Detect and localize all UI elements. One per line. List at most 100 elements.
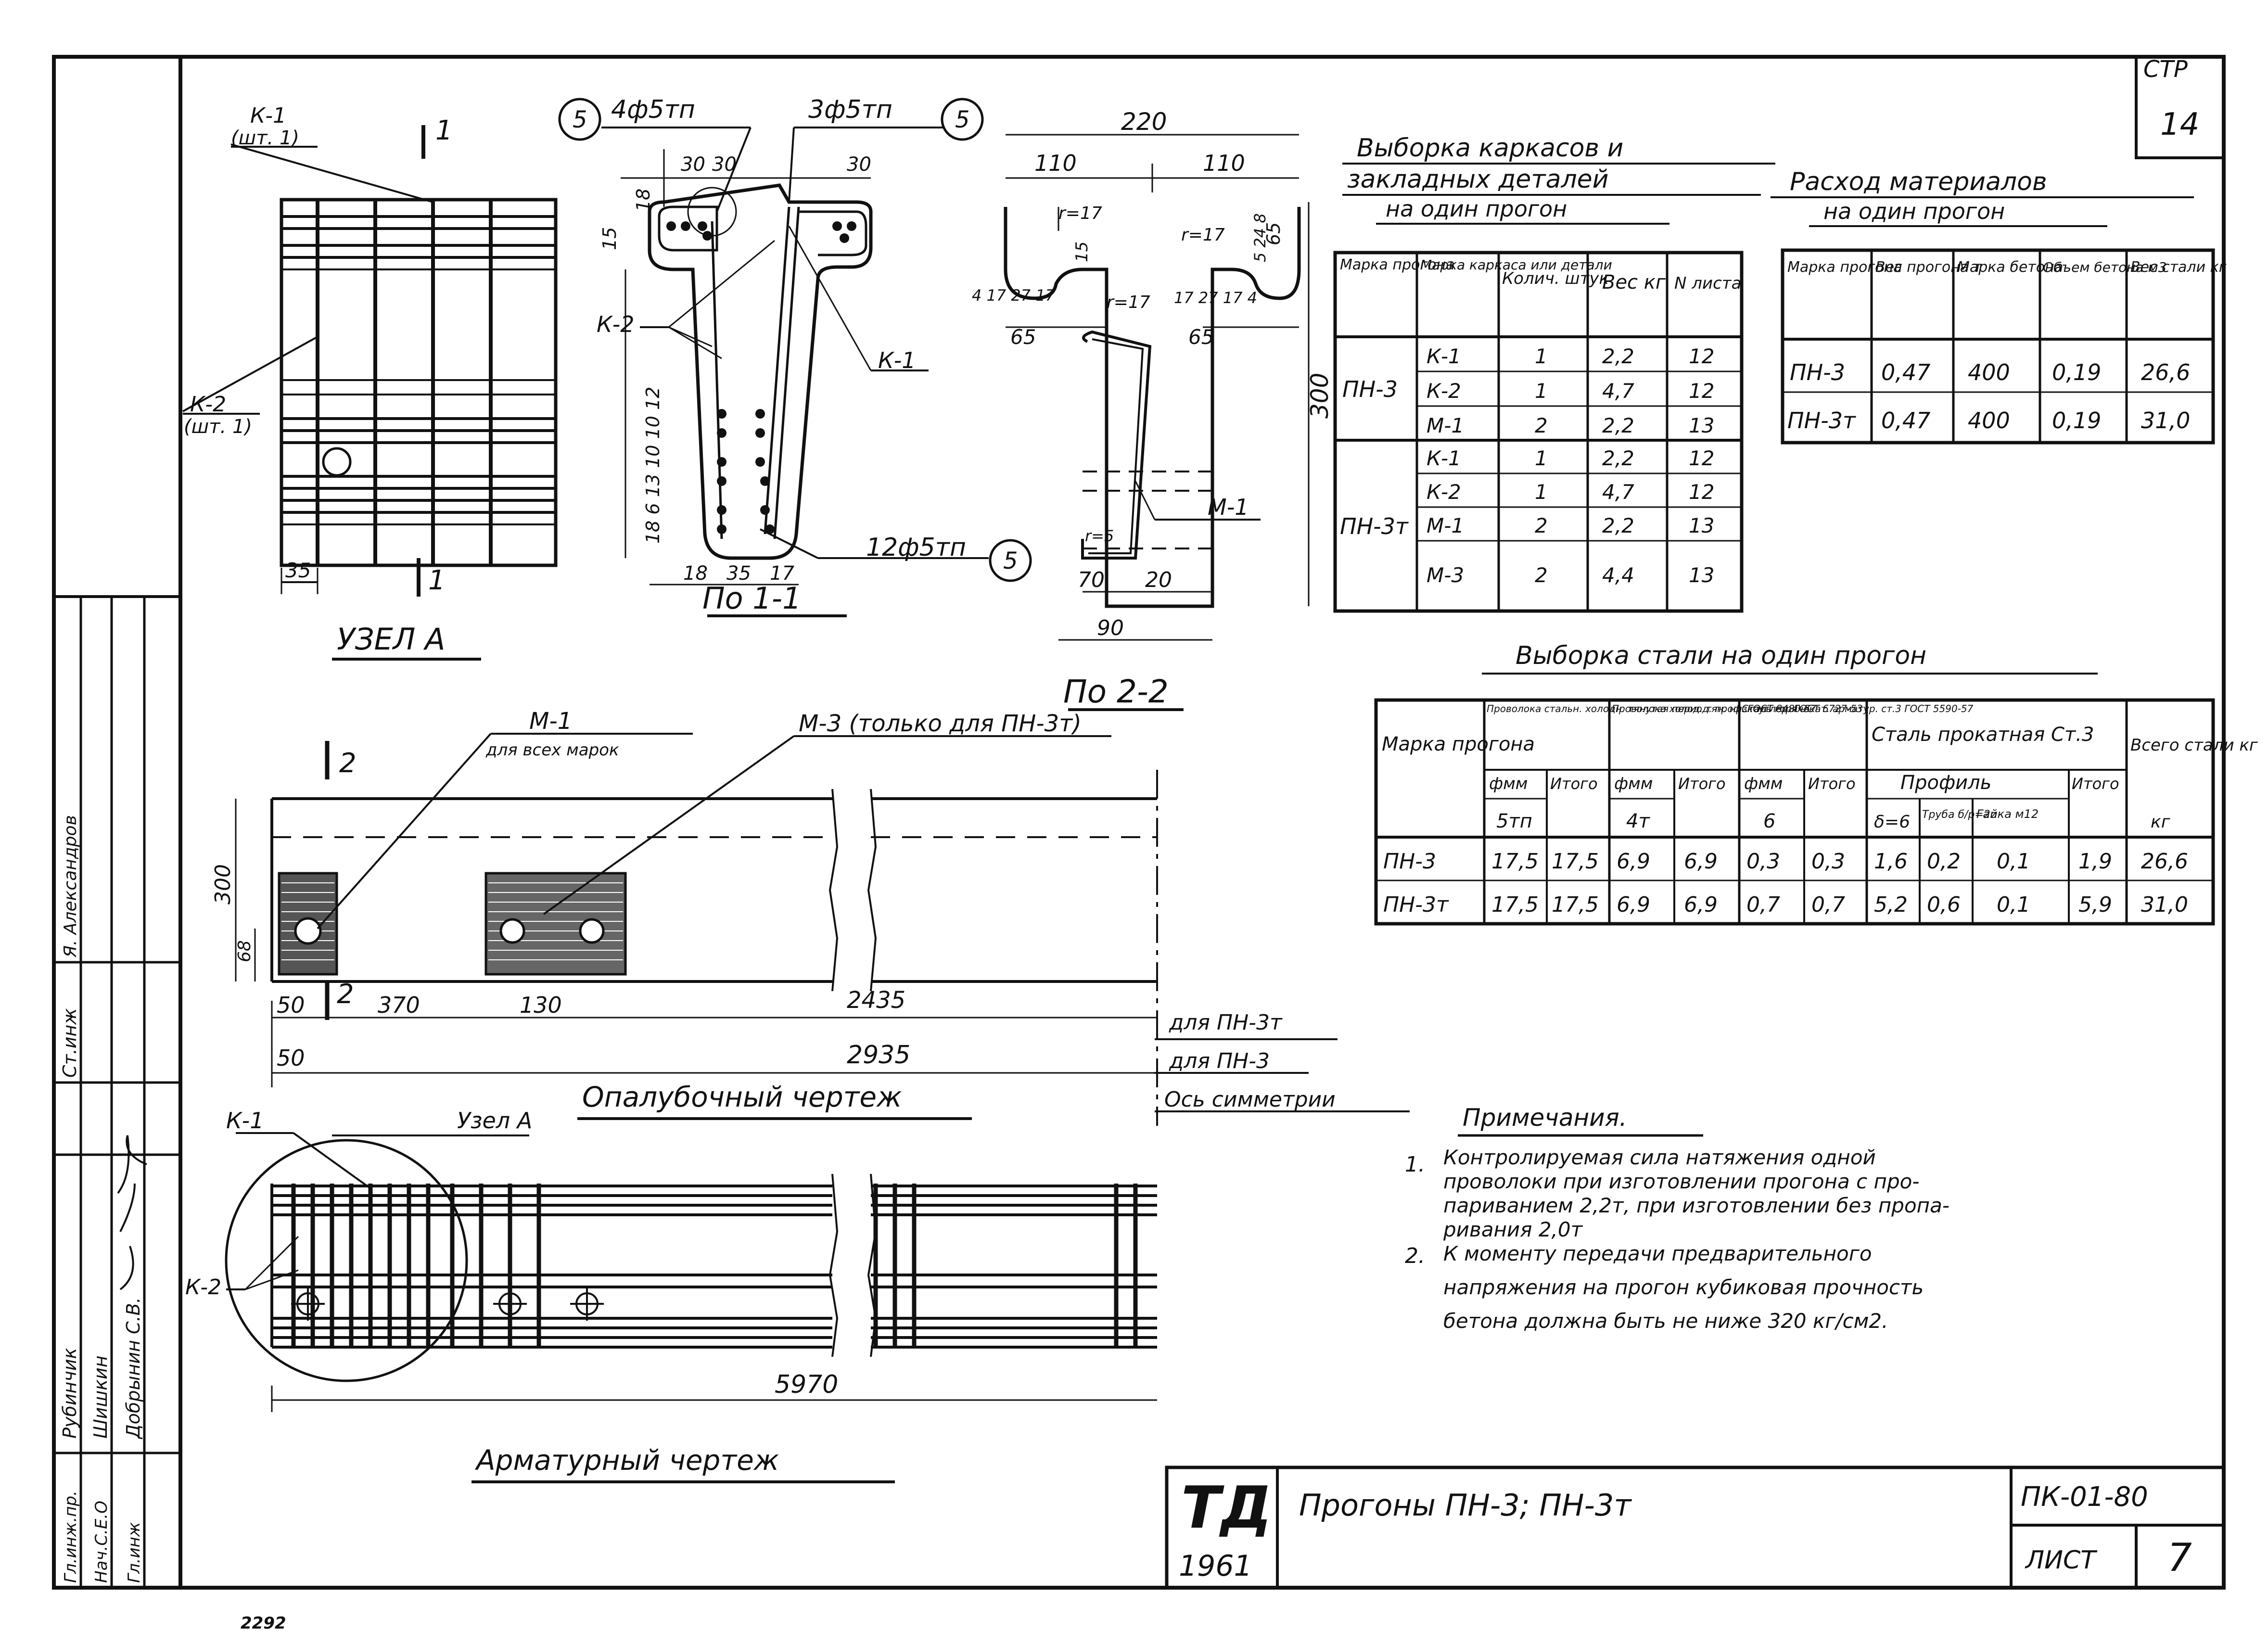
frames-cell: 12 [1689,446,1714,470]
steel-cell: 31,0 [2141,892,2188,917]
steel-val-dia2: 4т [1626,810,1650,832]
steel-rows: ПН-3 17,5 17,5 6,9 6,9 0,3 0,3 1,6 0,2 0… [1383,849,2188,917]
steel-header-mark: Марка прогона [1382,733,1535,755]
section-2-dims-small: 5 24 8 [1251,213,1269,262]
note-2-line-3: бетона должна быть не ниже 320 кг/см2. [1443,1309,1888,1333]
side-name-0: Рубинчик [59,1348,80,1439]
section-2-r17b: r=17 [1181,225,1225,245]
frames-cell: К-1 [1427,446,1461,470]
frames-table: Выборка каркасов и закладных деталей на … [1333,134,1775,613]
materials-cell: 400 [1968,359,2010,385]
rebar-dim-5970: 5970 [775,1370,838,1399]
frames-cell: М-1 [1427,514,1464,537]
materials-cell: 0,19 [2052,359,2101,385]
notes-title: Примечания. [1463,1104,1627,1132]
side-approval-block: Гл.инж.пр. Нач.С.Е.О Гл.инж Рубинчик Шиш… [59,815,147,1583]
steel-sub-plate: δ=6 [1874,812,1910,832]
sheet-frame [52,55,2226,1590]
steel-cell: 26,6 [2141,849,2188,874]
materials-header-weight: Вес прогона т [1875,259,1983,276]
frames-group-0-mark: ПН-3 [1342,376,1398,402]
notes-block: Примечания. 1. Контролируемая сила натяж… [1405,1104,1949,1333]
frames-cell: 4,7 [1602,480,1634,504]
section-2-m1-label: М-1 [1208,494,1249,520]
section-2-dim-65b: 65 [1188,325,1214,349]
steel-sub-nut: Гайка м12 [1976,807,2039,821]
steel-cell: 5,2 [1874,892,1908,917]
frames-cell: 2,2 [1602,344,1634,368]
section-2-dims-left: 4 17 27 17 [972,286,1056,305]
frames-cell: 1 [1535,480,1548,504]
formwork-m1-note: для всех марок [485,740,619,760]
section-1-k1-label: К-1 [878,347,916,373]
steel-cell: 1,9 [2078,849,2112,874]
section-2-dim-65a: 65 [1010,325,1036,349]
section-2-caption: По 2-2 [1063,673,1169,710]
frames-cell: 1 [1535,446,1548,470]
frames-cell: 4,7 [1602,379,1634,403]
section-1-callout-bottom: 5 [1003,548,1018,574]
steel-table: Выборка стали на один прогон Марка прого… [1374,641,2258,926]
steel-cell: 6,9 [1617,849,1650,874]
steel-cell: 5,9 [2078,892,2112,917]
section-1-dim-35: 35 [726,562,751,585]
formwork-dim-50a: 50 [277,992,305,1018]
sheet-label: ЛИСТ [2025,1546,2098,1575]
steel-sub-total3: Итого [1808,775,1856,793]
node-a-caption: УЗЕЛ А [337,622,445,657]
section-2-r17a: r=17 [1058,204,1102,223]
note-2-number: 2. [1405,1244,1425,1268]
frames-cell: М-1 [1427,414,1464,437]
section-1-dims-vertical: 18 6 13 10 10 12 [642,387,663,544]
section-1-dim-30c: 30 [847,153,871,176]
frames-cell: 2 [1535,514,1548,537]
frames-cell: М-3 [1427,563,1464,587]
frames-cell: 12 [1689,344,1714,368]
steel-header-total: Всего стали кг [2130,736,2258,755]
node-a-k1-label: К-1 [250,103,286,128]
materials-title: Расход материалов [1790,167,2047,196]
node-a-k1-qty: (шт. 1) [231,127,299,149]
section-2-dim-20: 20 [1145,568,1172,592]
rebar-node-label: Узел А [457,1108,532,1134]
rebar-k2-label: К-2 [185,1275,221,1300]
node-a-k2-qty: (шт. 1) [184,416,252,438]
materials-cell: ПН-3т [1787,408,1856,433]
sheet-code: ПК-01-80 [2021,1481,2148,1513]
materials-table: Расход материалов на один прогон Марка п… [1771,167,2227,445]
formwork-dim-2935: 2935 [847,1041,910,1070]
frames-header-qty: Колич. штук [1502,269,1609,288]
section-2-2-drawing [1004,134,1310,711]
side-name-2: Добрынин С.В. [123,1297,144,1440]
formwork-dim-300: 300 [211,864,235,905]
stamp-number: 2292 [241,1614,286,1631]
frames-cell: 2,2 [1602,414,1634,437]
steel-cell: 17,5 [1491,892,1539,917]
section-2-dim-90: 90 [1097,616,1124,640]
formwork-for-pn3t: для ПН-3т [1169,1010,1283,1035]
section-2-dim-70: 70 [1078,568,1105,592]
steel-cell: ПН-3т [1383,892,1449,917]
frames-rows: К-1 1 2,2 12 К-2 1 4,7 12 М-1 2 2,2 13 К… [1427,344,1714,587]
formwork-for-pn3: для ПН-3 [1169,1049,1270,1073]
materials-cell: 31,0 [2141,408,2190,433]
frames-title-2: закладных деталей [1347,165,1608,194]
steel-cell: 0,2 [1927,849,1961,874]
materials-cell: 0,47 [1881,408,1930,433]
frames-cell: К-2 [1427,379,1461,403]
steel-cell: 0,3 [1746,849,1780,874]
section-1-bar-bottom: 12ф5тп [866,533,966,562]
steel-sub-total1: Итого [1550,775,1598,793]
section-1-dim-17: 17 [770,562,794,585]
formwork-m1-label: М-1 [529,708,572,735]
td-logo: ТД 1961 [1179,1475,1272,1583]
rebar-drawing [225,1132,1157,1483]
node-a-dim-35: 35 [285,559,311,582]
side-role-0: Гл.инж.пр. [61,1491,80,1583]
section-1-bar-top-right: 3ф5тп [808,95,892,124]
steel-cell: 0,7 [1811,892,1845,917]
note-1-line-2: проволоки при изготовлении прогона с про… [1443,1170,1920,1193]
steel-cell: 1,6 [1874,849,1908,874]
steel-cell: 6,9 [1684,849,1718,874]
section-1-bar-top-left: 4ф5тп [611,95,695,124]
